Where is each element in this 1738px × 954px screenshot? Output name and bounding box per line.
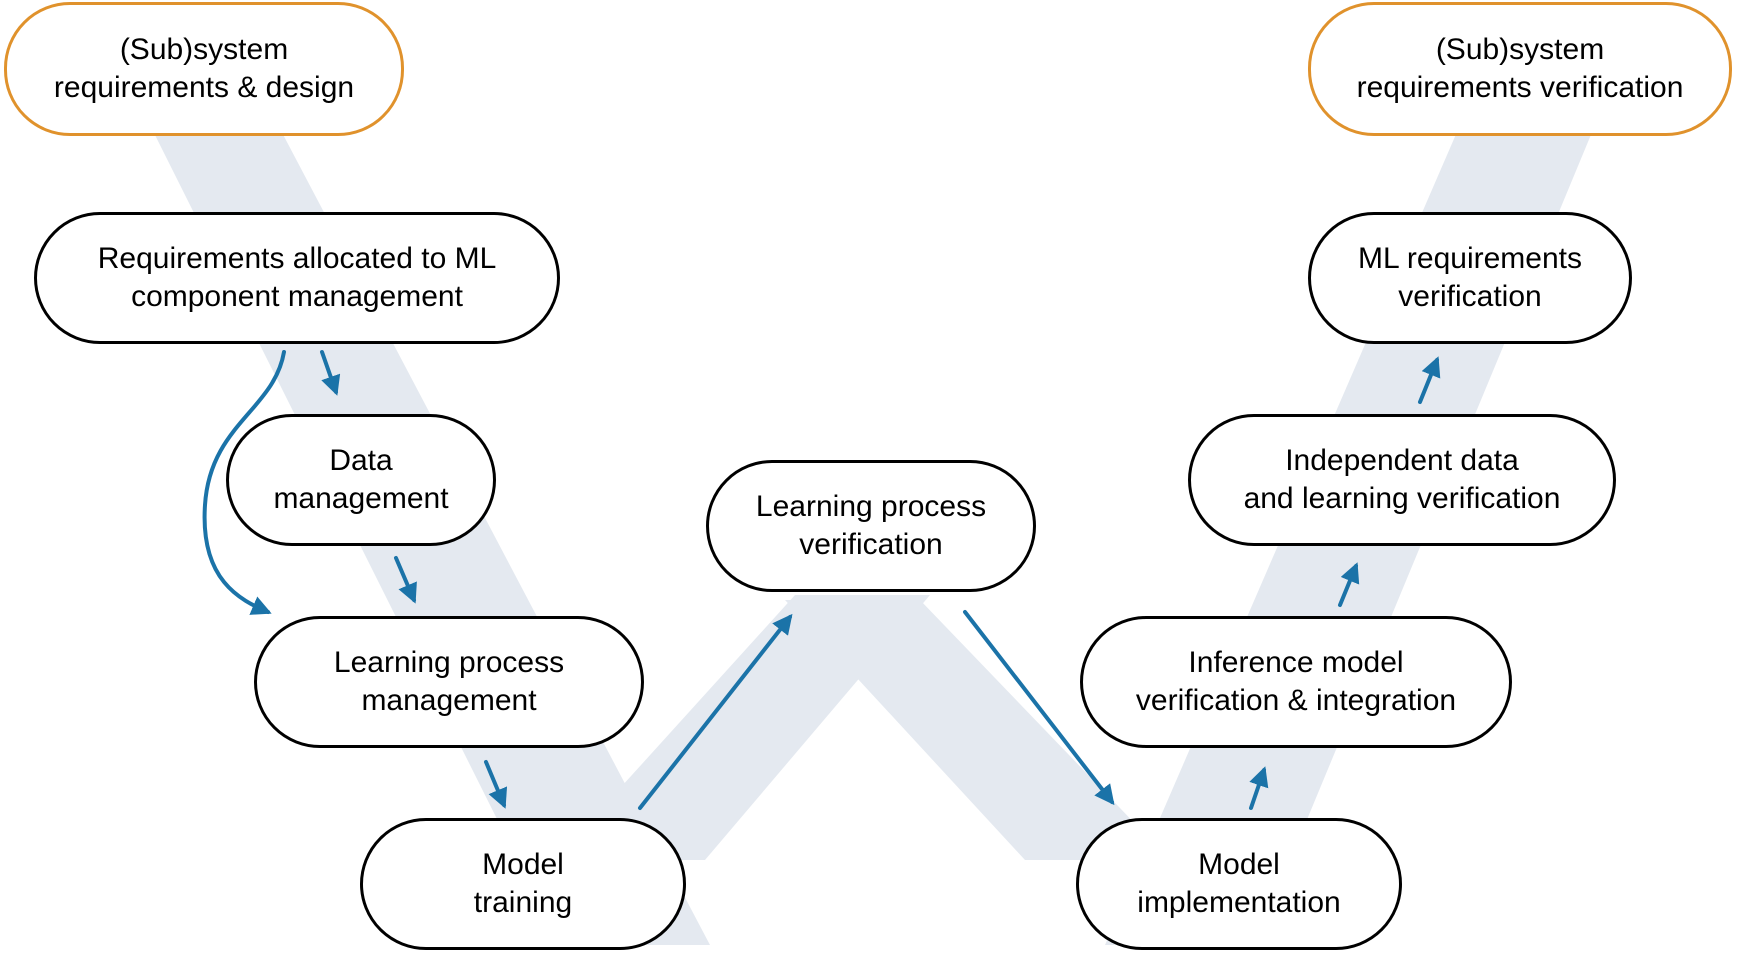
arrow-independent-to-mlreq <box>1418 356 1441 404</box>
model-training-line1: Model <box>482 848 564 881</box>
arrow-inference-to-independent <box>1338 562 1360 607</box>
ml-requirements-verification-line1: ML requirements <box>1358 242 1582 275</box>
data-management-box: Data management <box>226 414 496 546</box>
subsystem-requirements-design-line2: requirements & design <box>53 71 355 104</box>
learning-process-management-line2: management <box>361 684 537 717</box>
arrow-req-to-data <box>320 350 341 396</box>
learning-process-management-line1: Learning process <box>333 646 565 679</box>
band-center-descend <box>785 600 1170 860</box>
arrow-learning-to-training <box>484 760 508 809</box>
model-training-line2: training <box>473 886 573 919</box>
model-implementation-box: Model implementation <box>1076 818 1402 950</box>
data-management-line1: Data <box>329 444 393 477</box>
requirements-allocated-line1: Requirements allocated to ML <box>97 242 497 275</box>
learning-process-verification-box: Learning process verification <box>706 460 1036 592</box>
arrow-implementation-to-inference <box>1249 766 1269 810</box>
arrow-curved-req-to-learning <box>202 350 286 615</box>
requirements-allocated-box: Requirements allocated to ML component m… <box>34 212 560 344</box>
learning-process-verification-line2: verification <box>799 528 943 561</box>
independent-verification-line1: Independent data <box>1285 444 1519 477</box>
subsystem-requirements-design-box: (Sub)system requirements & design <box>4 2 404 136</box>
data-management-line2: management <box>273 482 449 515</box>
flow-arrows <box>202 350 1441 810</box>
inference-model-verification-line2: verification & integration <box>1135 684 1457 717</box>
inference-model-verification-box: Inference model verification & integrati… <box>1080 616 1512 748</box>
subsystem-requirements-verification-line2: requirements verification <box>1356 71 1684 104</box>
arrow-verification-to-implementation <box>963 610 1115 806</box>
independent-verification-box: Independent data and learning verificati… <box>1188 414 1616 546</box>
inference-model-verification-line1: Inference model <box>1188 646 1404 679</box>
model-implementation-line1: Model <box>1198 848 1280 881</box>
ml-requirements-verification-line2: verification <box>1398 280 1542 313</box>
model-training-box: Model training <box>360 818 686 950</box>
subsystem-requirements-verification-line1: (Sub)system <box>1435 33 1605 66</box>
learning-process-management-box: Learning process management <box>254 616 644 748</box>
independent-verification-line2: and learning verification <box>1243 482 1561 515</box>
arrow-data-to-learning <box>394 556 417 604</box>
requirements-allocated-line2: component management <box>131 280 463 313</box>
subsystem-requirements-design-line1: (Sub)system <box>119 33 289 66</box>
subsystem-requirements-verification-box: (Sub)system requirements verification <box>1308 2 1732 136</box>
arrow-training-to-verification <box>638 613 793 810</box>
ml-requirements-verification-box: ML requirements verification <box>1308 212 1632 344</box>
learning-process-verification-line1: Learning process <box>755 490 987 523</box>
model-implementation-line2: implementation <box>1137 886 1341 919</box>
